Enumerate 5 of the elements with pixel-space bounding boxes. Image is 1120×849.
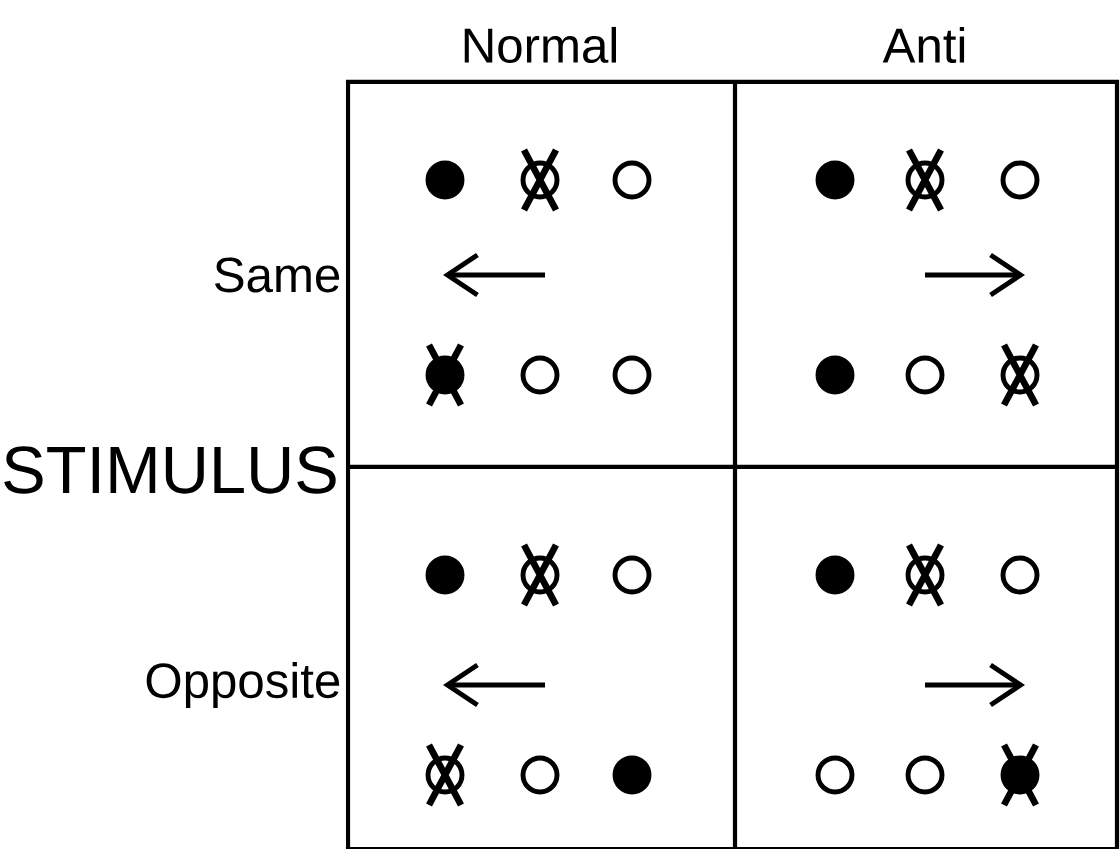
axis-label: STIMULUS <box>4 446 336 494</box>
axis-label: Anti <box>882 26 965 63</box>
axis-label: Normal <box>464 26 616 64</box>
axis-label: Opposite <box>146 662 340 708</box>
axis-label: Same <box>215 257 340 293</box>
